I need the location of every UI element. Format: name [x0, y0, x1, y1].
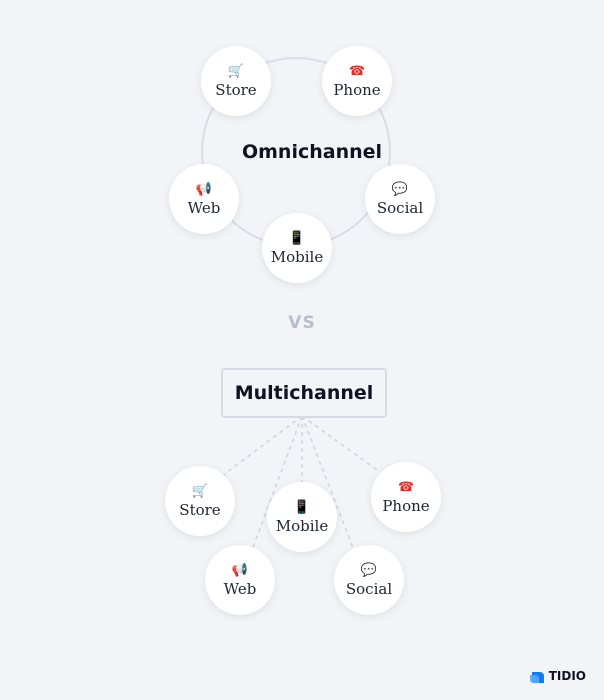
node-label: Mobile	[275, 516, 329, 535]
connector-store	[221, 415, 303, 477]
omni-node-mobile: 📱 Mobile	[262, 213, 332, 283]
omni-node-phone: ☎ Phone	[322, 46, 392, 116]
shopping-cart-icon: 🛒	[191, 483, 209, 499]
multi-node-mobile: 📱 Mobile	[267, 482, 337, 552]
speech-bubble-icon: 💬	[391, 181, 409, 197]
tidio-logo: TIDIO	[529, 668, 586, 684]
multichannel-connectors	[221, 415, 381, 554]
megaphone-icon: 📢	[231, 562, 249, 578]
telephone-icon: ☎	[348, 63, 366, 79]
multichannel-title: Multichannel	[234, 382, 374, 404]
omni-node-store: 🛒 Store	[201, 46, 271, 116]
connector-phone	[301, 415, 381, 473]
speech-bubble-icon: 💬	[360, 562, 378, 578]
vs-label: VS	[288, 313, 316, 333]
multi-node-social: 💬 Social	[334, 545, 404, 615]
connector-social	[301, 415, 356, 554]
mobile-phone-icon: 📱	[288, 230, 306, 246]
telephone-icon: ☎	[397, 479, 415, 495]
node-label: Web	[223, 579, 257, 598]
node-label: Store	[215, 80, 257, 99]
multi-node-phone: ☎ Phone	[371, 462, 441, 532]
shopping-cart-icon: 🛒	[227, 63, 245, 79]
node-label: Social	[345, 579, 393, 598]
node-label: Mobile	[270, 247, 324, 266]
omni-node-web: 📢 Web	[169, 164, 239, 234]
node-label: Phone	[333, 80, 381, 99]
multi-node-store: 🛒 Store	[165, 466, 235, 536]
node-label: Phone	[382, 496, 430, 515]
omni-node-social: 💬 Social	[365, 164, 435, 234]
mobile-phone-icon: 📱	[293, 499, 311, 515]
node-label: Web	[187, 198, 221, 217]
omnichannel-title: Omnichannel	[241, 141, 383, 163]
megaphone-icon: 📢	[195, 181, 213, 197]
tidio-logo-icon	[529, 672, 544, 683]
brand-name: TIDIO	[548, 669, 586, 683]
node-label: Store	[179, 500, 221, 519]
multi-node-web: 📢 Web	[205, 545, 275, 615]
multichannel-box: Multichannel	[221, 368, 387, 418]
node-label: Social	[376, 198, 424, 217]
